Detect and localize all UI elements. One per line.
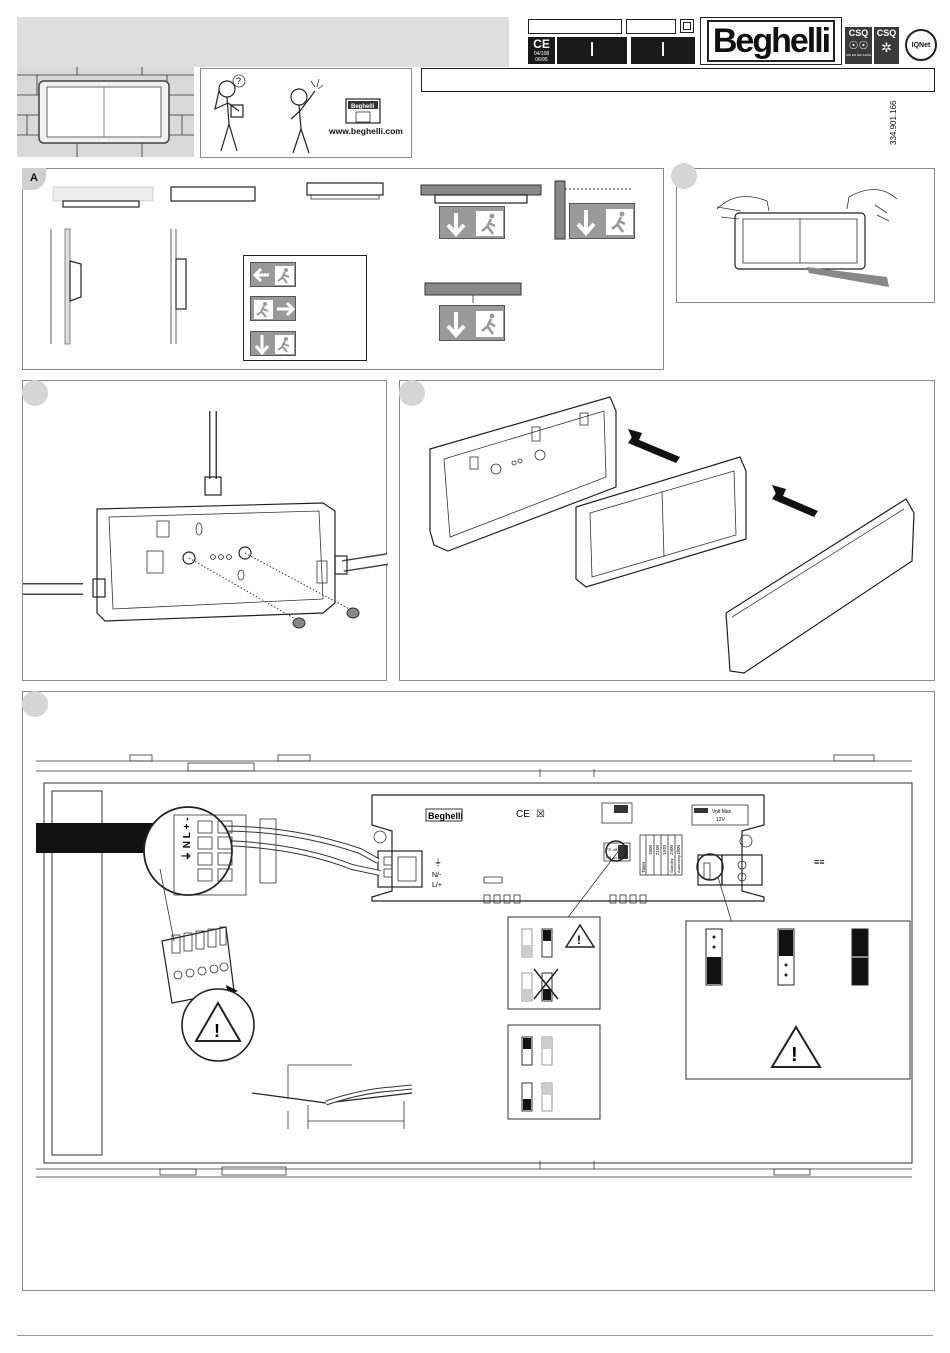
code-box-1: [528, 19, 622, 34]
document-code: 334.901.166: [889, 101, 898, 146]
exit-arrow-icon: [448, 312, 464, 335]
svg-text:12V: 12V: [716, 817, 726, 823]
section-tag-c: [22, 380, 48, 406]
svg-text:PS off: PS off: [606, 847, 618, 852]
svg-text:Timer: Timer: [641, 861, 646, 873]
panel-open-diffuser: [676, 168, 935, 303]
panel-assembly: [399, 380, 935, 681]
svg-text:2400: 2400: [669, 844, 674, 855]
code-bar-1: I: [557, 37, 627, 64]
section-tag-b: [671, 163, 697, 189]
website-link[interactable]: www.beghelli.com: [329, 126, 403, 136]
exit-sign-left: [250, 262, 296, 287]
svg-text:1920: 1920: [662, 844, 667, 855]
exploded-assembly-illustration: [400, 381, 936, 682]
panel-mounting-options: A: [22, 168, 664, 370]
svg-text:?: ?: [236, 76, 241, 86]
weee-bin-icon: ☒: [536, 809, 545, 820]
base-housing-cable-entry-illustration: [23, 381, 388, 682]
code-bar-2: I: [631, 37, 695, 64]
instructions-figure-box: ? Beghelli www.beghelli.com: [200, 68, 412, 158]
svg-text:!: !: [791, 1044, 798, 1066]
svg-text:⏚ N L + -: ⏚ N L + -: [181, 818, 193, 861]
svg-text:N/-: N/-: [432, 872, 442, 879]
exit-sign-down-wall: [569, 203, 635, 239]
svg-text:1800: 1800: [648, 844, 653, 855]
cert-badge-2: CSQ ✲: [874, 27, 899, 64]
svg-text:L/+: L/+: [432, 882, 442, 889]
panel-cable-entry: [22, 380, 387, 681]
timer-table: Timer 1800 2100 1920 2400 1800 Standby A…: [640, 835, 682, 875]
pictogram-options-box: [243, 255, 367, 361]
exit-sign-down-pendant: [439, 305, 505, 341]
section-tag-d: [399, 380, 425, 406]
svg-text:⏚: ⏚: [434, 858, 442, 867]
exit-sign-down: [250, 331, 296, 356]
checkbox-small: [680, 19, 694, 33]
svg-text:Beghelli: Beghelli: [351, 104, 375, 110]
svg-text:Autonomy: Autonomy: [676, 855, 681, 873]
cert-badge-1: CSQ ☉☉ UNI EN ISO 14001: [845, 27, 872, 64]
exit-sign-right: [250, 296, 296, 321]
ce-badge: CE 04/108 06/95: [528, 37, 555, 64]
code-box-2: [626, 19, 676, 34]
ce-mark-icon: CE: [528, 37, 555, 51]
svg-text:1800: 1800: [676, 844, 681, 855]
svg-text:!: !: [577, 933, 581, 947]
iqnet-badge: IQNet: [905, 29, 937, 61]
hands-remove-diffuser-illustration: [677, 169, 936, 304]
svg-text:≡≡: ≡≡: [814, 857, 825, 867]
brand-logo: Beghelli: [700, 17, 842, 65]
svg-text:Standby: Standby: [669, 858, 674, 873]
exit-arrow-icon: [578, 210, 594, 233]
product-photo: [17, 67, 194, 157]
module-brand: Beghelli: [428, 811, 463, 821]
ce-mark-icon: CE: [516, 809, 530, 820]
header-photo-area: [17, 17, 509, 67]
reading-instructions-illustration: ? Beghelli: [201, 69, 413, 159]
wiring-diagram: Beghelli CE ☒ Volt Max 12V PS off PS on …: [22, 691, 935, 1291]
svg-text:2100: 2100: [655, 844, 660, 855]
exit-sign-down-ceiling: [439, 206, 505, 239]
title-bar-box: [421, 68, 935, 92]
svg-text:Volt Max: Volt Max: [712, 809, 732, 815]
footer-rule: [17, 1335, 933, 1336]
svg-text:!: !: [214, 1021, 220, 1041]
